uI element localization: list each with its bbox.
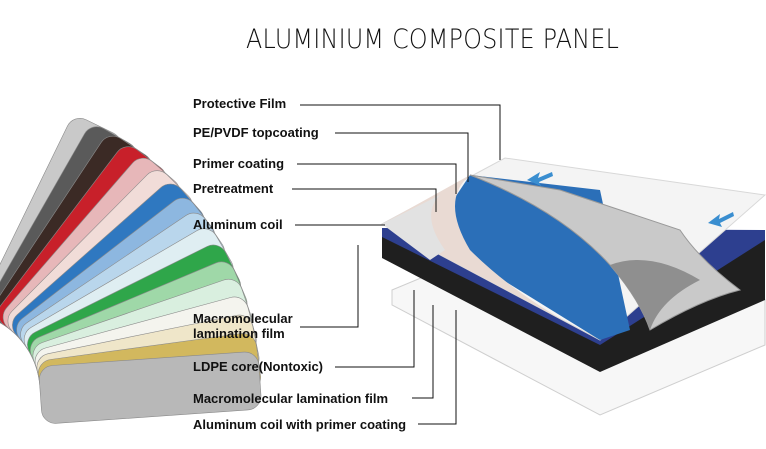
- label-aluminum-coil-primer: Aluminum coil with primer coating: [193, 417, 407, 432]
- label-protective-film: Protective Film: [193, 96, 287, 111]
- leader-lines: [292, 104, 501, 425]
- label-macromolecular-film-line2: lamination film: [193, 326, 285, 341]
- label-pretreatment: Pretreatment: [193, 181, 274, 196]
- page-title: ALUMINIUM COMPOSITE PANEL: [246, 24, 620, 55]
- label-macromolecular-film-line1: Macromolecular: [193, 311, 293, 326]
- label-aluminum-coil: Aluminum coil: [193, 217, 283, 232]
- label-primer-coating: Primer coating: [193, 156, 285, 171]
- film-arrow-icon: [527, 172, 553, 186]
- pretreatment-layer: [382, 195, 445, 260]
- film-arrow-icon: [708, 212, 734, 227]
- primer-layer: [382, 175, 600, 340]
- label-topcoating: PE/PVDF topcoating: [193, 125, 319, 140]
- label-macromolecular-film-2: Macromolecular lamination film: [193, 391, 389, 406]
- label-ldpe-core: LDPE core(Nontoxic): [193, 359, 324, 374]
- panel-illustration: [380, 157, 766, 416]
- color-swatch-fan: [0, 118, 262, 424]
- color-swatch: [39, 351, 262, 424]
- film-curl: [610, 260, 700, 330]
